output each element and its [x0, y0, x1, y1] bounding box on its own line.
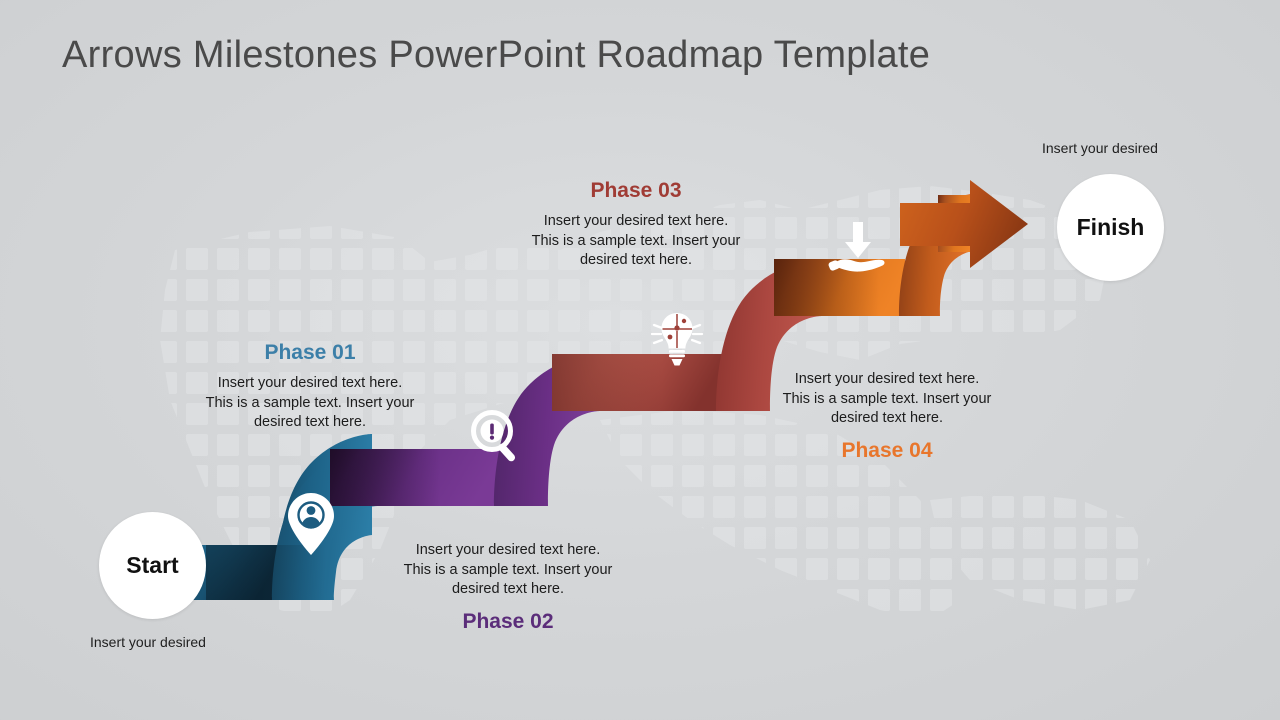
phase-body-4: Insert your desired text here. This is a…	[757, 370, 1017, 429]
phase-body-2-line-1: Insert your desired text here.	[415, 542, 601, 558]
phase-block-1: Phase 01 Insert your desired text here. …	[180, 341, 440, 433]
phase-body-1: Insert your desired text here. This is a…	[180, 374, 440, 433]
phase-body-3-line-2: This is a sample text. Insert your	[531, 232, 741, 249]
finish-label: Finish	[1076, 214, 1145, 240]
phase-body-3-line-1: Insert your desired text here.	[543, 213, 729, 230]
phase-body-4-line-3: desired text here.	[830, 410, 944, 427]
finish-caption: Insert your desired	[1042, 140, 1158, 156]
start-circle[interactable]: Start	[99, 512, 206, 619]
phase-label-1: Phase 01	[264, 341, 356, 364]
finish-circle[interactable]: Finish	[1057, 174, 1164, 281]
phase-block-3: Phase 03 Insert your desired text here. …	[506, 179, 766, 271]
phase-body-1-line-1: Insert your desired text here.	[217, 375, 403, 392]
arrow-head-icon	[900, 180, 1028, 268]
phase-body-4-line-1: Insert your desired text here.	[794, 371, 980, 387]
phase-body-3-line-3: desired text here.	[579, 252, 693, 269]
phase-body-2-line-3: desired text here.	[451, 581, 565, 598]
phase-body-3: Insert your desired text here. This is a…	[506, 212, 766, 271]
phase-body-2-line-2: This is a sample text. Insert your	[403, 561, 613, 578]
phase-label-3: Phase 03	[590, 179, 682, 202]
start-caption: Insert your desired	[90, 634, 206, 650]
start-label: Start	[126, 552, 179, 578]
phase-block-2: Insert your desired text here. This is a…	[378, 541, 638, 634]
phase-block-4: Insert your desired text here. This is a…	[757, 370, 1017, 463]
phase-label-2: Phase 02	[462, 609, 554, 633]
phase-body-2: Insert your desired text here. This is a…	[378, 541, 638, 600]
phase-body-1-line-2: This is a sample text. Insert your	[205, 394, 415, 411]
phase-body-1-line-3: desired text here.	[253, 414, 367, 431]
phase-label-4: Phase 04	[841, 438, 933, 462]
phase-body-4-line-2: This is a sample text. Insert your	[782, 390, 992, 407]
page-title: Arrows Milestones PowerPoint Roadmap Tem…	[62, 34, 931, 76]
